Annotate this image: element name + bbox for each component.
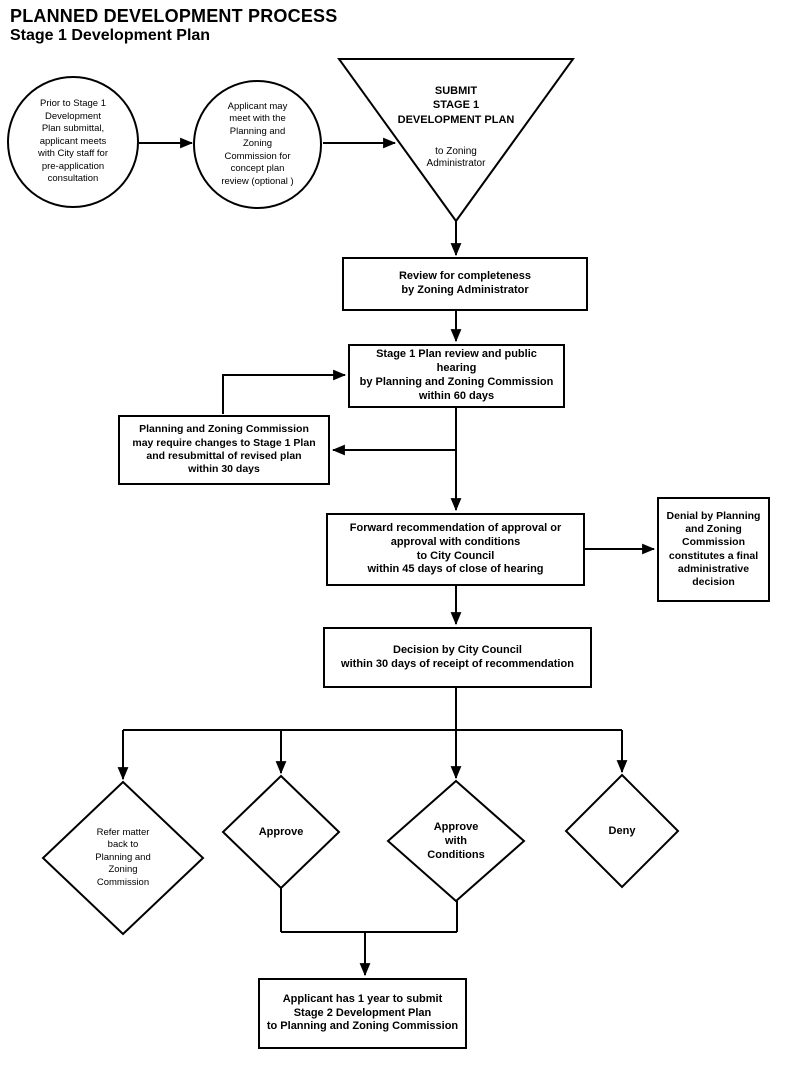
- refer-diamond-shape: [41, 780, 205, 936]
- forward-recommendation-box: Forward recommendation of approval or ap…: [326, 513, 585, 586]
- page-subtitle: Stage 1 Development Plan: [10, 27, 211, 44]
- deny-diamond-label: Deny: [608, 824, 636, 837]
- stage2-submittal-box: Applicant has 1 year to submit Stage 2 D…: [258, 978, 467, 1049]
- submit-triangle-sub-text: to Zoning Administrator: [426, 145, 486, 170]
- deny-diamond-shape: [564, 773, 680, 889]
- concept-review-circle: Applicant may meet with the Planning and…: [193, 80, 322, 209]
- title-block: PLANNED DEVELOPMENT PROCESS Stage 1 Deve…: [10, 6, 337, 45]
- approve-diamond-label: Approve: [258, 825, 304, 838]
- pre-application-circle: Prior to Stage 1 Development Plan submit…: [7, 76, 139, 208]
- arrow-changes-to-review: [222, 369, 347, 414]
- submit-triangle-main-text: SUBMIT STAGE 1 DEVELOPMENT PLAN: [397, 85, 515, 126]
- completeness-box: Review for completeness by Zoning Admini…: [342, 257, 588, 311]
- stage1-review-box: Stage 1 Plan review and public hearing b…: [348, 344, 565, 408]
- changes-required-box: Planning and Zoning Commission may requi…: [118, 415, 330, 485]
- approve-conditions-diamond-label: Approve with Conditions: [427, 820, 485, 862]
- council-decision-box: Decision by City Council within 30 days …: [323, 627, 592, 688]
- refer-diamond-label: Refer matter back to Planning and Zoning…: [95, 827, 151, 888]
- denial-box: Denial by Planning and Zoning Commission…: [657, 497, 770, 602]
- submit-triangle-shape: [337, 58, 575, 223]
- page-title: PLANNED DEVELOPMENT PROCESS: [10, 6, 338, 26]
- submit-triangle-label: SUBMIT STAGE 1 DEVELOPMENT PLAN to Zonin…: [356, 66, 556, 189]
